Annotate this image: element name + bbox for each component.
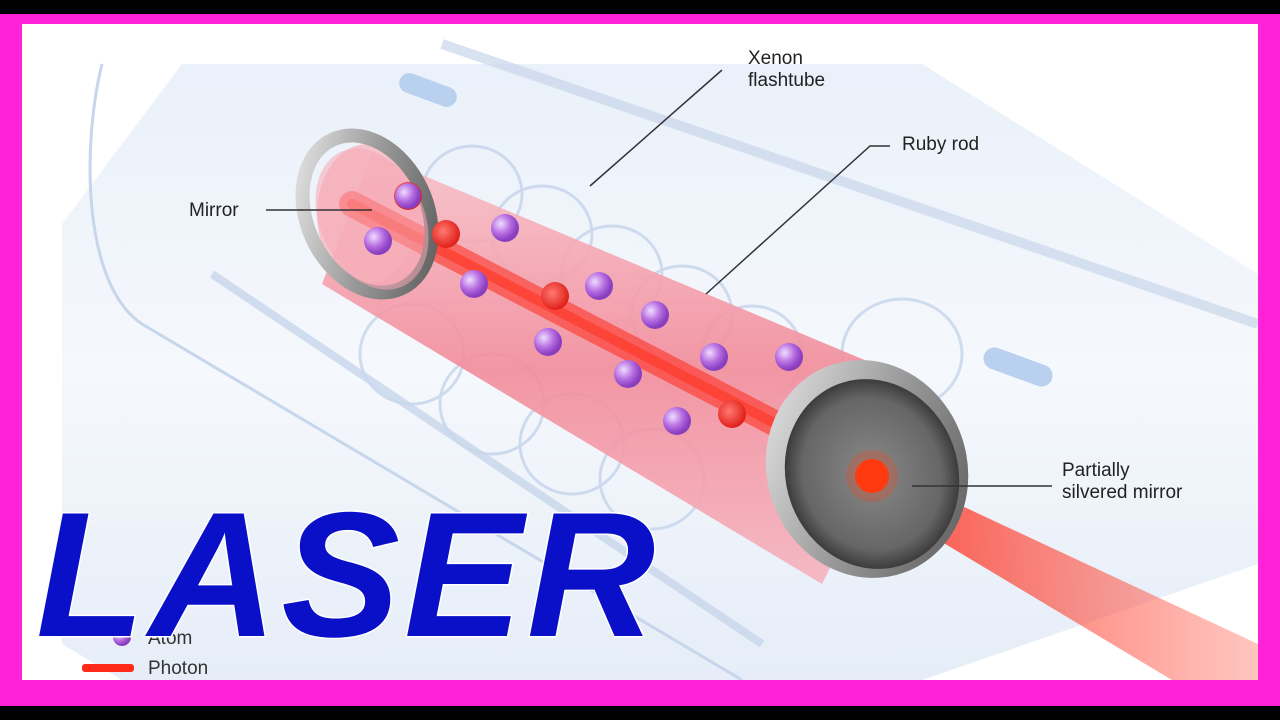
legend-photon-swatch bbox=[82, 664, 134, 672]
atom bbox=[663, 407, 691, 435]
label-partial-line2: silvered mirror bbox=[1062, 482, 1183, 503]
leader-lines bbox=[266, 69, 1052, 487]
atoms bbox=[364, 183, 803, 435]
label-partially-silvered-mirror: Partially silvered mirror bbox=[1062, 460, 1182, 504]
label-xenon-flashtube: Xenon flashtube bbox=[748, 48, 825, 92]
partially-silvered-mirror bbox=[765, 360, 969, 578]
atom bbox=[534, 328, 562, 356]
label-ruby-rod: Ruby rod bbox=[902, 134, 980, 155]
atom bbox=[395, 183, 421, 209]
photon bbox=[718, 400, 746, 428]
legend-atom-label: Atom bbox=[148, 628, 193, 649]
page-title: LASER bbox=[34, 475, 660, 674]
laser-diagram bbox=[62, 39, 1258, 680]
atom bbox=[460, 270, 488, 298]
label-partial-line1: Partially bbox=[1062, 460, 1130, 481]
label-xenon-line1: Xenon bbox=[748, 48, 803, 69]
legend-atom-swatch bbox=[113, 628, 131, 646]
legend-photon-label: Photon bbox=[148, 658, 209, 679]
atom bbox=[641, 301, 669, 329]
label-mirror: Mirror bbox=[189, 200, 239, 221]
diagram-canvas: Xenon flashtube Ruby rod Mirror Partiall… bbox=[22, 24, 1258, 680]
label-xenon-line2: flashtube bbox=[748, 70, 826, 91]
laser-beam bbox=[862, 464, 1258, 680]
photon bbox=[432, 220, 460, 248]
atom bbox=[775, 343, 803, 371]
atom bbox=[614, 360, 642, 388]
atom bbox=[364, 227, 392, 255]
atom bbox=[491, 214, 519, 242]
mirror bbox=[295, 128, 439, 300]
atom bbox=[585, 272, 613, 300]
atom bbox=[700, 343, 728, 371]
photon bbox=[541, 282, 569, 310]
